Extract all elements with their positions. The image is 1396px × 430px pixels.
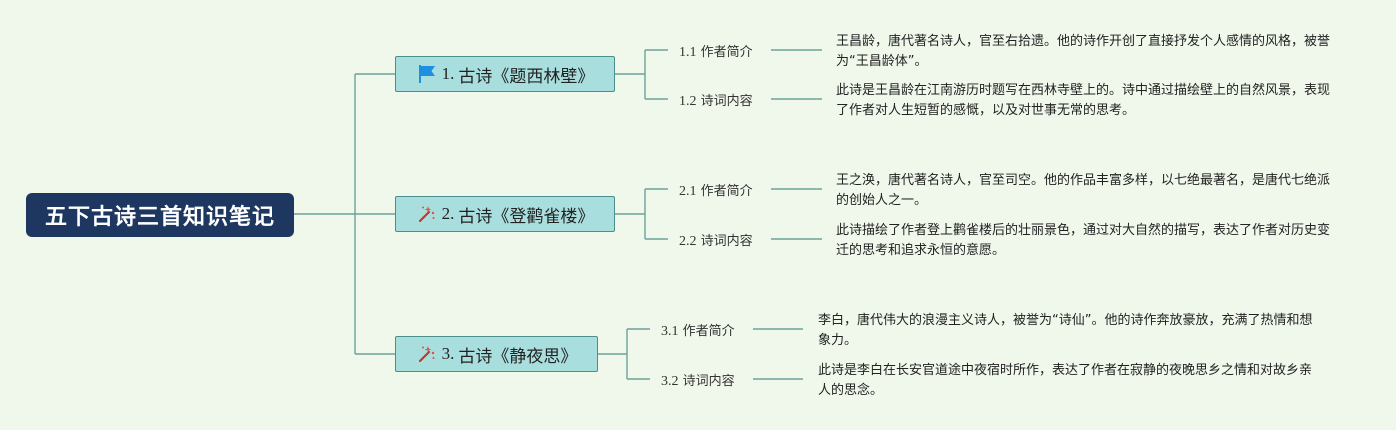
subtopic-number: 1.2: [679, 94, 697, 109]
branch-2-number: 2.: [441, 204, 455, 223]
root-title: 五下古诗三首知识笔记: [44, 205, 275, 230]
subtopic-label: 诗词内容: [700, 94, 753, 109]
subtopic-number: 3.1: [661, 324, 679, 339]
branch-node-2[interactable]: 2. 古诗《登鹳雀楼》: [395, 196, 615, 232]
branch-node-3[interactable]: 3. 古诗《静夜思》: [395, 336, 598, 372]
branch-3-title: 古诗《静夜思》: [458, 346, 578, 367]
subtopic-number: 1.1: [679, 45, 697, 60]
root-node[interactable]: 五下古诗三首知识笔记: [26, 193, 294, 237]
leaf-note-1-1: 王昌龄，唐代著名诗人，官至右拾遗。他的诗作开创了直接抒发个人感情的风格，被誉为“…: [836, 34, 1331, 69]
subtopic-number: 3.2: [661, 374, 679, 389]
subtopic-3-1[interactable]: 3.1 作者简介: [661, 320, 735, 340]
subtopic-label: 诗词内容: [700, 234, 753, 249]
subtopic-1-2[interactable]: 1.2 诗词内容: [679, 90, 753, 110]
leaf-note-3-2: 此诗是李白在长安官道途中夜宿时所作，表达了作者在寂静的夜晚思乡之情和对故乡亲人的…: [818, 363, 1313, 398]
magic-wand-icon: [416, 343, 438, 365]
branch-1-title: 古诗《题西林壁》: [458, 66, 595, 87]
subtopic-number: 2.1: [679, 184, 697, 199]
subtopic-label: 作者简介: [700, 184, 753, 199]
subtopic-3-2[interactable]: 3.2 诗词内容: [661, 370, 735, 390]
subtopic-label: 诗词内容: [682, 374, 735, 389]
subtopic-number: 2.2: [679, 234, 697, 249]
leaf-note-1-2: 此诗是王昌龄在江南游历时题写在西林寺壁上的。诗中通过描绘壁上的自然风景，表现了作…: [836, 83, 1331, 118]
leaf-note-2-2: 此诗描绘了作者登上鹳雀楼后的壮丽景色，通过对大自然的描写，表达了作者对历史变迁的…: [836, 223, 1331, 258]
leaf-note-2-1: 王之涣，唐代著名诗人，官至司空。他的作品丰富多样，以七绝最著名，是唐代七绝派的创…: [836, 173, 1331, 208]
subtopic-2-1[interactable]: 2.1 作者简介: [679, 180, 753, 200]
leaf-note-3-1: 李白，唐代伟大的浪漫主义诗人，被誉为“诗仙”。他的诗作奔放豪放，充满了热情和想象…: [818, 313, 1313, 348]
subtopic-1-1[interactable]: 1.1 作者简介: [679, 41, 753, 61]
branch-3-number: 3.: [441, 344, 455, 363]
branch-node-1[interactable]: 1. 古诗《题西林壁》: [395, 56, 615, 92]
magic-wand-icon: [416, 203, 438, 225]
subtopic-label: 作者简介: [682, 324, 735, 339]
branch-2-title: 古诗《登鹳雀楼》: [458, 206, 595, 227]
subtopic-2-2[interactable]: 2.2 诗词内容: [679, 230, 753, 250]
subtopic-label: 作者简介: [700, 45, 753, 60]
branch-1-number: 1.: [441, 64, 455, 83]
flag-icon: [416, 63, 438, 85]
